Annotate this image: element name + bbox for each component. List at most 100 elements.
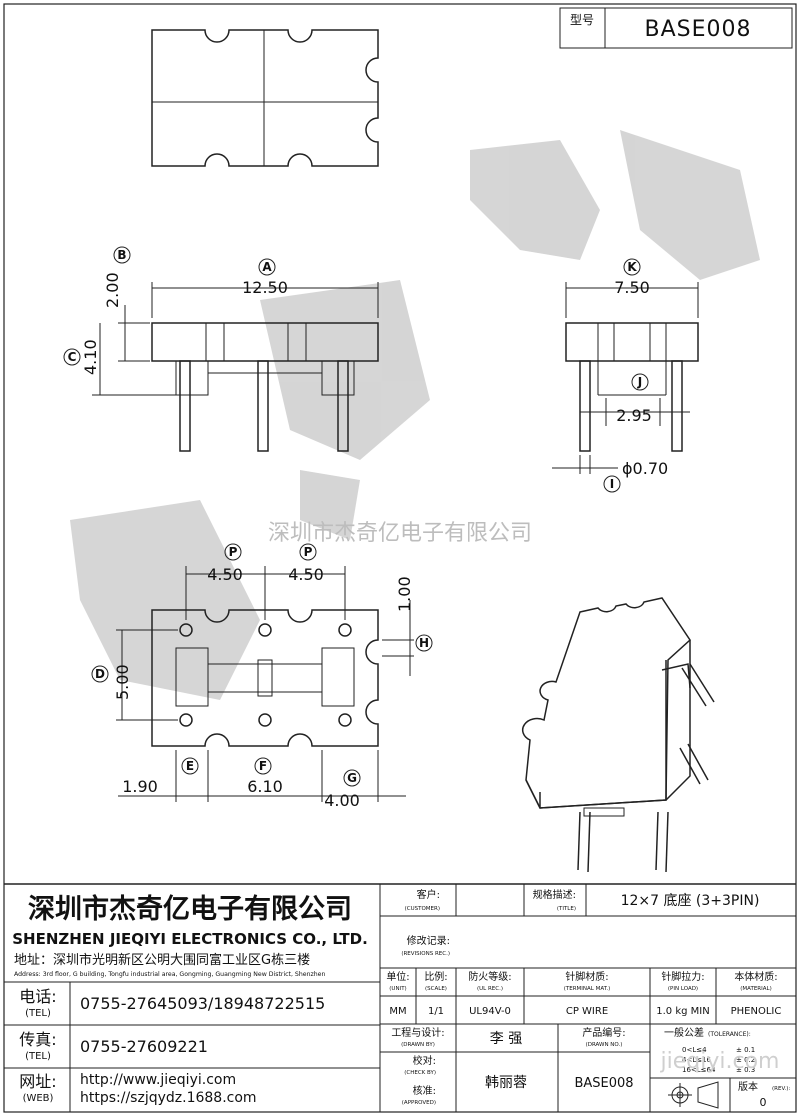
company-address-cn: 地址：深圳市光明新区公明大围同富工业区G栋三楼 (14, 952, 310, 968)
check-label-en: (CHECK BY) (404, 1070, 436, 1076)
dim-J-value: 2.95 (616, 406, 652, 425)
dim-D-value: 5.00 (113, 664, 132, 700)
header-ul: 防火等级: (468, 970, 511, 983)
company-name-cn: 深圳市杰奇亿电子有限公司 (28, 893, 352, 925)
dim-E-marker (181, 757, 199, 775)
dim-J-marker (631, 373, 649, 391)
dim-G-value: 4.00 (324, 791, 360, 810)
tolerance-range-3: 16<L≤64 (682, 1066, 716, 1074)
tolerance-range-2: 4<L≤16 (682, 1056, 712, 1064)
value-unit: MM (389, 1006, 406, 1017)
spec-headers: 单位: (UNIT) 比例: (SCALE) 防火等级: (UL REC.) 针… (386, 970, 777, 992)
customer-label: 客户: (417, 888, 440, 901)
web-label: 网址: (19, 1072, 56, 1091)
company-address-en: Address: 3rd floor, G building, Tongfu i… (14, 971, 325, 978)
tolerance-value-3: ± 0.3 (736, 1066, 755, 1074)
drawn-label-en: (DRAWN BY) (401, 1042, 435, 1048)
dim-B-marker (113, 246, 131, 264)
dim-H-marker (415, 634, 433, 652)
revisions-label: 修改记录: (407, 934, 450, 947)
dim-C-marker (63, 348, 81, 366)
header-material: 本体材质: (734, 970, 777, 983)
spec-values: MM 1/1 UL94V-0 CP WIRE 1.0 kg MIN PHENOL… (389, 1006, 781, 1017)
side-view-dimensions (552, 282, 699, 474)
drawn-value: 李 强 (490, 1031, 522, 1047)
web-value-1[interactable]: http://www.jieqiyi.com (80, 1072, 236, 1088)
approved-label: 核准: (413, 1084, 436, 1097)
title-value: 12×7 底座 (3+3PIN) (621, 893, 760, 909)
header-material-en: (MATERIAL) (740, 986, 771, 992)
fax-label-en: (TEL) (25, 1051, 51, 1062)
drawing-no-label-en: (DRAWN NO.) (586, 1042, 623, 1048)
top-view (151, 29, 379, 167)
front-view-dimensions (92, 282, 379, 396)
dim-H-value: 1.00 (395, 576, 414, 612)
customer-label-en: (CUSTOMER) (405, 906, 440, 912)
tel-value: 0755-27645093/18948722515 (80, 994, 325, 1013)
rev-value: 0 (760, 1096, 767, 1109)
dim-E-value: 1.90 (122, 777, 158, 796)
side-view (565, 322, 699, 452)
model-box: 型号 BASE008 (559, 7, 793, 49)
dim-H-label: H (419, 636, 429, 650)
tel-label-en: (TEL) (25, 1008, 51, 1019)
dim-P2-marker (299, 543, 317, 561)
web-value-2[interactable]: https://szjqydz.1688.com (80, 1090, 257, 1106)
header-terminal-en: (TERMINAL MAT.) (564, 986, 611, 992)
watermark-calligraphy (70, 130, 760, 700)
web-label-en: (WEB) (23, 1093, 54, 1104)
header-scale-en: (SCALE) (425, 986, 447, 992)
dim-E-label: E (186, 759, 194, 773)
dim-A-value: 12.50 (242, 278, 288, 297)
value-pin-load: 1.0 kg MIN (656, 1006, 709, 1017)
title-label: 规格描述: (533, 888, 576, 901)
dim-J-label: J (637, 375, 642, 389)
dim-P1-value: 4.50 (207, 565, 243, 584)
title-block-watermark: jieqiyi.com (660, 1049, 780, 1074)
dim-F-marker (254, 757, 272, 775)
drawing-border (3, 3, 797, 1113)
value-terminal: CP WIRE (566, 1006, 608, 1017)
dim-K-marker (623, 258, 641, 276)
bottom-view (151, 609, 379, 747)
approved-label-en: (APPROVED) (402, 1100, 436, 1106)
dim-G-marker (343, 769, 361, 787)
title-label-en: (TITLE) (557, 906, 576, 912)
dim-B-value: 2.00 (103, 272, 122, 308)
header-pin-load: 针脚拉力: (661, 970, 704, 983)
approved-value: 韩丽蓉 (485, 1075, 527, 1091)
dim-G-label: G (347, 771, 357, 785)
drawing-no-label: 产品编号: (582, 1026, 625, 1039)
dim-F-value: 6.10 (247, 777, 283, 796)
header-ul-en: (UL REC.) (477, 986, 503, 992)
dim-P1-label: P (229, 545, 238, 559)
dim-C-value: 4.10 (81, 339, 100, 375)
company-name-en: SHENZHEN JIEQIYI ELECTRONICS CO., LTD. (12, 930, 368, 948)
model-label: 型号 (570, 13, 594, 27)
dim-A-marker (258, 258, 276, 276)
isometric-view (521, 597, 715, 873)
tolerance-label-en: (TOLERANCE): (708, 1031, 751, 1038)
value-scale: 1/1 (428, 1006, 444, 1017)
dim-P2-value: 4.50 (288, 565, 324, 584)
dim-P2-label: P (304, 545, 313, 559)
dim-I-value: ϕ0.70 (622, 459, 668, 478)
dim-C-label: C (68, 350, 77, 364)
dim-K-label: K (627, 260, 637, 274)
dim-P1-marker (224, 543, 242, 561)
revisions-label-en: (REVISIONS REC.) (401, 951, 450, 957)
dim-A-label: A (262, 260, 272, 274)
model-value: BASE008 (645, 17, 752, 42)
tolerance-value-1: ± 0.1 (736, 1046, 755, 1054)
tel-label: 电话: (19, 987, 56, 1006)
drawing-no-value: BASE008 (574, 1076, 633, 1091)
header-unit-en: (UNIT) (389, 986, 406, 992)
fax-label: 传真: (19, 1030, 56, 1049)
bottom-view-dimensions (116, 566, 414, 802)
tolerance-label: 一般公差 (664, 1026, 704, 1039)
rev-label: 版本 (738, 1080, 758, 1093)
tolerance-value-2: ± 0.2 (736, 1056, 755, 1064)
dim-F-label: F (259, 759, 267, 773)
tolerance-range-1: 0<L≤4 (682, 1046, 707, 1054)
